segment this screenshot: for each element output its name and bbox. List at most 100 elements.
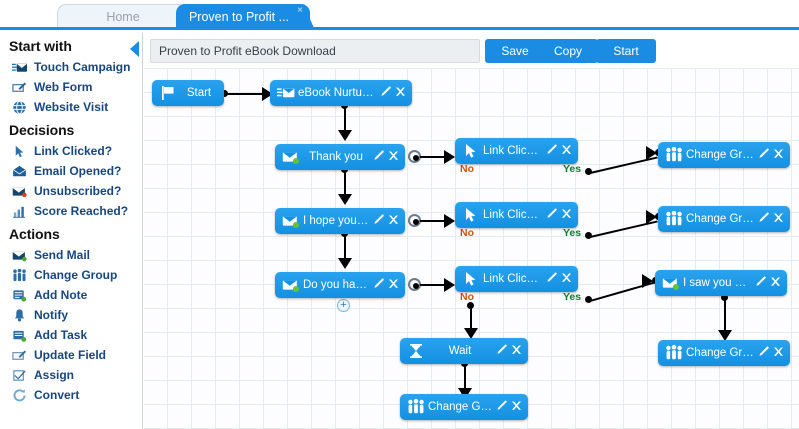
pencil-icon[interactable] <box>372 149 385 164</box>
sidebar-item-label: Convert <box>34 388 80 402</box>
sidebar-item-label: Touch Campaign <box>34 60 131 74</box>
connector-arrow <box>337 258 352 269</box>
node-label: Thank you <box>309 151 363 163</box>
sidebar-item-send-mail[interactable]: Send Mail <box>0 245 142 265</box>
close-icon[interactable]: × <box>297 5 303 16</box>
pencil-icon[interactable] <box>754 275 767 290</box>
copy-button[interactable]: Copy <box>538 39 598 63</box>
tab-home[interactable]: Home <box>57 4 189 30</box>
sidebar-item-web-form[interactable]: Web Form <box>0 77 142 97</box>
change-group-icon <box>407 398 425 416</box>
tab-proven-to-profit[interactable]: Proven to Profit ... × <box>176 4 310 30</box>
connector-line <box>469 306 472 334</box>
sidebar-item-label: Notify <box>34 308 68 322</box>
pencil-icon[interactable] <box>545 271 558 286</box>
sidebar-item-add-task[interactable]: Add Task <box>0 325 142 345</box>
close-icon[interactable] <box>772 210 785 226</box>
sidebar-item-touch-campaign[interactable]: Touch Campaign <box>0 57 142 77</box>
sidebar-item-link-clicked[interactable]: Link Clicked? <box>0 141 142 161</box>
cursor-icon <box>12 144 27 159</box>
section-title-actions: Actions <box>9 226 60 242</box>
pencil-icon[interactable] <box>372 277 385 292</box>
sidebar-item-update-field[interactable]: Update Field <box>0 345 142 365</box>
close-icon[interactable] <box>769 274 782 290</box>
branch-label-no: No <box>460 291 474 303</box>
collapse-sidebar-icon[interactable] <box>130 41 139 57</box>
connector-dot <box>585 296 592 303</box>
pencil-icon[interactable] <box>495 399 508 414</box>
node-change-group-2[interactable]: Change Gro... <box>658 206 790 232</box>
node-do-you-have[interactable]: Do you have... <box>275 272 405 298</box>
node-label: Link Clicked? <box>483 145 542 157</box>
connector-arrow <box>444 213 455 228</box>
connector-line <box>226 92 270 95</box>
sidebar-item-change-group[interactable]: Change Group <box>0 265 142 285</box>
close-icon[interactable] <box>510 398 523 414</box>
connector-line <box>463 364 466 394</box>
sidebar-item-assign[interactable]: Assign <box>0 365 142 385</box>
section-title-decisions: Decisions <box>9 122 75 138</box>
pencil-icon[interactable] <box>495 343 508 358</box>
pencil-icon[interactable] <box>545 143 558 158</box>
node-change-group-1[interactable]: Change Gro... <box>658 142 790 168</box>
change-group-icon <box>665 146 683 164</box>
node-thank-you[interactable]: Thank you <box>275 144 405 170</box>
close-icon[interactable] <box>772 146 785 162</box>
add-node-button[interactable]: + <box>337 299 350 312</box>
sidebar-item-score-reached[interactable]: Score Reached? <box>0 201 142 221</box>
node-change-group-3[interactable]: Change Gro... <box>658 340 790 366</box>
sidebar-item-add-note[interactable]: Add Note <box>0 285 142 305</box>
close-icon[interactable] <box>560 206 573 222</box>
connector-arrow <box>646 210 657 224</box>
email-opened-icon <box>12 164 27 179</box>
sidebar-item-label: Link Clicked? <box>34 144 113 158</box>
node-link-clicked-2[interactable]: Link Clicked? <box>455 202 578 228</box>
start-button[interactable]: Start <box>596 39 656 63</box>
connector-arrow <box>262 86 273 101</box>
add-task-icon <box>12 328 27 343</box>
save-button[interactable]: Save <box>485 39 545 63</box>
node-link-clicked-3[interactable]: Link Clicked? <box>455 266 578 292</box>
sidebar-item-label: Change Group <box>34 268 118 282</box>
close-icon[interactable] <box>387 148 400 164</box>
sidebar-item-convert[interactable]: Convert <box>0 385 142 405</box>
pencil-icon[interactable] <box>757 147 770 162</box>
flow-canvas[interactable]: No Yes No Yes No Yes + Start <box>144 68 799 429</box>
node-wait[interactable]: Wait <box>400 338 528 364</box>
change-group-icon <box>665 344 683 362</box>
pencil-icon[interactable] <box>379 85 392 100</box>
close-icon[interactable] <box>387 212 400 228</box>
branch-label-no: No <box>460 163 474 175</box>
assign-icon <box>12 368 27 383</box>
sidebar-item-website-visit[interactable]: Website Visit <box>0 97 142 117</box>
sidebar-item-label: Assign <box>34 368 75 382</box>
sidebar-item-notify[interactable]: Notify <box>0 305 142 325</box>
pencil-icon[interactable] <box>757 211 770 226</box>
connector-line <box>343 106 346 136</box>
node-link-clicked-1[interactable]: Link Clicked? <box>455 138 578 164</box>
connector-arrow <box>646 146 657 160</box>
node-label: eBook Nurturin... <box>298 87 376 99</box>
connector-arrow <box>444 277 455 292</box>
node-ebook-nurturing[interactable]: eBook Nurturin... <box>270 80 412 106</box>
pencil-icon[interactable] <box>545 207 558 222</box>
campaign-name-input[interactable] <box>150 39 480 63</box>
node-i-saw-you-clicked[interactable]: I saw you cli... <box>655 270 787 296</box>
close-icon[interactable] <box>560 142 573 158</box>
close-icon[interactable] <box>772 344 785 360</box>
connector-dot <box>467 302 474 309</box>
close-icon[interactable] <box>387 276 400 292</box>
sidebar-item-email-opened[interactable]: Email Opened? <box>0 161 142 181</box>
close-icon[interactable] <box>510 342 523 358</box>
pencil-icon[interactable] <box>757 345 770 360</box>
score-chart-icon <box>12 204 27 219</box>
sidebar-item-label: Update Field <box>34 348 107 362</box>
close-icon[interactable] <box>394 84 407 100</box>
sidebar-item-unsubscribed[interactable]: Unsubscribed? <box>0 181 142 201</box>
close-icon[interactable] <box>560 270 573 286</box>
pencil-icon[interactable] <box>372 213 385 228</box>
node-change-group-4[interactable]: Change Gro... <box>400 394 528 420</box>
flag-icon <box>159 84 177 102</box>
node-i-hope-you[interactable]: I hope you e... <box>275 208 405 234</box>
node-start[interactable]: Start <box>152 80 224 106</box>
